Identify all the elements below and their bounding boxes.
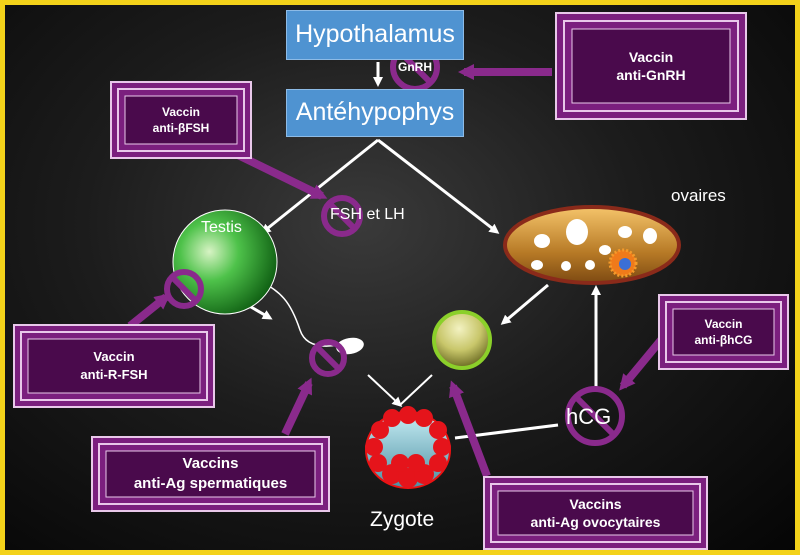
vaccine-frame-rfsh xyxy=(13,324,215,408)
vaccine-rfsh-line1: Vaccin xyxy=(93,349,135,364)
block-icon-fsh xyxy=(321,195,363,237)
vaccine-gnrh-line2: anti-GnRH xyxy=(616,67,686,83)
gnrh-label: GnRH xyxy=(398,60,432,74)
vaccine-rfsh-line2: anti-R-FSH xyxy=(80,367,148,382)
corpus-luteum xyxy=(608,248,638,278)
hypothalamus-label: Hypothalamus xyxy=(295,20,455,48)
vaccine-bhcg-line2: anti-βhCG xyxy=(694,333,753,347)
vaccine-bhcg-line1: Vaccin xyxy=(704,317,743,331)
vaccine-frame-gnrh xyxy=(555,12,747,120)
zygote xyxy=(365,406,451,489)
vaccine-sperm-line1: Vaccins xyxy=(182,455,239,472)
vaccine-sperm-line2: anti-Ag spermatiques xyxy=(133,475,288,492)
arrow-vaccine-bfsh xyxy=(236,151,328,200)
arrow-ovaires-oocyte xyxy=(500,283,549,325)
fsh-lh-label: FSH et LH xyxy=(330,206,405,223)
arrow-ante-ovaires xyxy=(377,138,500,234)
block-icon-sperm xyxy=(309,339,347,377)
ovary xyxy=(503,205,681,285)
vaccine-frame-oocyte xyxy=(483,476,708,550)
arrow-vaccine-oocyte xyxy=(449,380,491,478)
vaccine-oocyte-line2: anti-Ag ovocytaires xyxy=(530,514,661,530)
vaccine-bfsh: Vaccin anti-βFSH xyxy=(125,96,237,144)
vaccine-frame-bfsh xyxy=(110,81,252,159)
vaccine-frame-bhcg xyxy=(658,294,789,370)
ovaires-label: ovaires xyxy=(671,186,726,205)
testis-label: Testis xyxy=(201,219,242,236)
arrow-vaccine-sperm xyxy=(281,377,313,436)
vaccine-frame-sperm xyxy=(91,436,330,512)
arrow-vaccine-rfsh xyxy=(127,293,171,330)
antehypophyse-label: Antéhypophys xyxy=(295,98,455,126)
vaccine-gnrh: Vaccin anti-GnRH xyxy=(572,29,730,103)
vaccine-bfsh-line1: Vaccin xyxy=(161,105,201,119)
antehypophyse-box: Antéhypophys xyxy=(286,89,464,137)
arrow-oocyte-zygote xyxy=(399,374,433,406)
vaccine-bfsh-line2: anti-βFSH xyxy=(152,121,210,135)
hypothalamus-box: Hypothalamus xyxy=(286,10,464,60)
vaccine-sperm: Vaccins anti-Ag spermatiques xyxy=(106,451,315,497)
sperm-tail xyxy=(261,281,339,347)
block-icon-hcg xyxy=(565,386,625,446)
arrow-sperm-zygote xyxy=(367,374,403,408)
vaccine-rfsh: Vaccin anti-R-FSH xyxy=(28,339,200,393)
arrow-vaccine-bhcg xyxy=(619,337,665,391)
hcg-label: hCG xyxy=(566,404,612,429)
oocyte xyxy=(432,310,492,370)
vaccine-oocyte: Vaccins anti-Ag ovocytaires xyxy=(498,491,693,535)
vaccine-gnrh-line1: Vaccin xyxy=(628,49,674,65)
vaccine-oocyte-line1: Vaccins xyxy=(569,496,622,512)
zygote-label: Zygote xyxy=(370,508,435,531)
vaccine-bhcg: Vaccin anti-βhCG xyxy=(673,309,774,355)
block-icon-rfsh xyxy=(164,269,204,309)
